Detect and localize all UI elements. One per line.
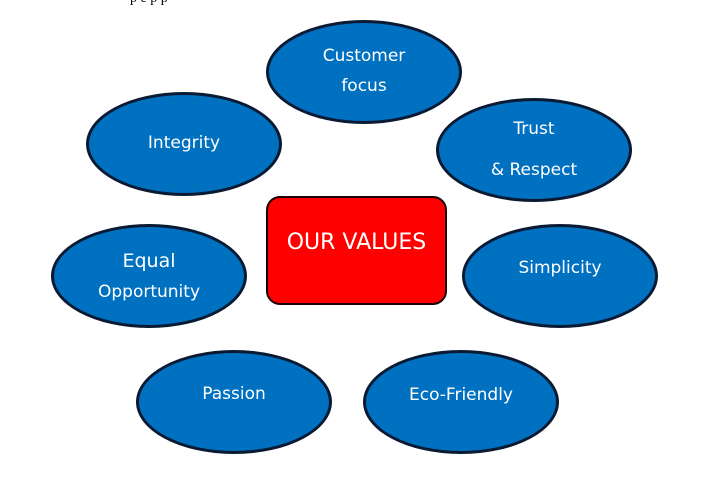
center-label: OUR VALUES bbox=[286, 230, 427, 255]
value-passion: Passion bbox=[136, 350, 332, 454]
value-label-line: Opportunity bbox=[97, 281, 201, 302]
value-customer-focus: Customer focus bbox=[266, 20, 462, 124]
center-our-values: OUR VALUES bbox=[266, 196, 447, 305]
cropped-text: p e p p bbox=[130, 0, 168, 6]
value-trust-respect: Trust & Respect bbox=[436, 98, 632, 202]
value-label-line: & Respect bbox=[490, 160, 578, 180]
value-label-line: focus bbox=[341, 76, 387, 96]
value-label-line: Trust bbox=[513, 119, 555, 140]
value-label-line: Integrity bbox=[147, 133, 221, 154]
value-label-line: Equal bbox=[122, 249, 176, 272]
value-label-line: Customer bbox=[322, 46, 406, 67]
value-label-line: Eco-Friendly bbox=[408, 385, 513, 406]
value-label-line: Passion bbox=[202, 384, 266, 405]
value-label-line: Simplicity bbox=[518, 258, 602, 279]
cropped-text-line: p e p p bbox=[0, 0, 717, 6]
value-eco-friendly: Eco-Friendly bbox=[363, 350, 559, 454]
value-equal-opportunity: Equal Opportunity bbox=[51, 224, 247, 328]
value-simplicity: Simplicity bbox=[462, 224, 658, 328]
value-integrity: Integrity bbox=[86, 92, 282, 196]
